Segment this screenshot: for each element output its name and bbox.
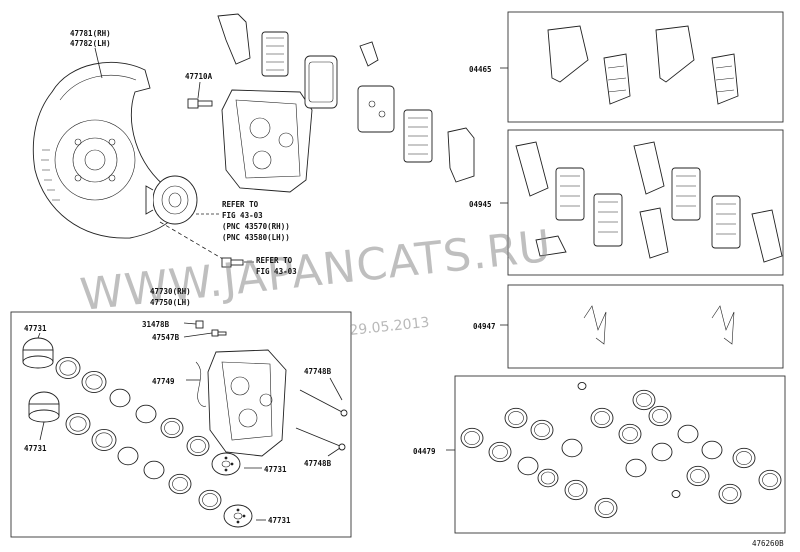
label-kit-pads: 04465 [469, 65, 492, 74]
watermark-date: 29.05.2013 [349, 315, 430, 339]
seal-ring [168, 473, 192, 495]
seal-ring [625, 458, 647, 478]
seal-ring [594, 497, 618, 519]
hub-bolt [221, 257, 244, 268]
caliper-bolt [187, 98, 213, 109]
seal-ring [564, 479, 588, 501]
seal-ring [530, 419, 554, 441]
seal-ring [677, 424, 699, 444]
seal-ring [537, 468, 559, 488]
label-bleeder-cap: 31478B [142, 320, 170, 329]
label-piston-3: 47731 [264, 465, 287, 474]
label-refer1-d: (PNC 43580(LH)) [222, 233, 290, 242]
seal-ring [504, 407, 528, 429]
seal-ring [488, 441, 512, 463]
seal-ring [186, 435, 210, 457]
seal-ring [91, 428, 117, 452]
seal-ring [160, 417, 184, 439]
label-kit-seals: 04479 [413, 447, 436, 456]
label-wire: 47749 [152, 377, 175, 386]
seal-ring [55, 356, 81, 380]
bleeder [195, 320, 227, 337]
kit-box-seals [454, 375, 786, 534]
seal-ring [135, 404, 157, 424]
kit-box-shims [507, 129, 784, 276]
piston-middle-right [211, 452, 241, 476]
seal-ring [65, 412, 91, 436]
slide-pin-1 [299, 389, 348, 417]
label-refer1-a: REFER TO [222, 200, 259, 209]
label-pin-1: 47748B [304, 367, 332, 376]
seal-ring [143, 460, 165, 480]
piston-upper-left [22, 337, 54, 369]
seal-ring [577, 382, 587, 390]
caliper-kit-box [10, 311, 352, 538]
label-refer2-a: REFER TO [256, 256, 293, 265]
label-caliper-lh: 47750(LH) [150, 298, 191, 307]
seal-ring [718, 483, 742, 505]
seal-ring [198, 489, 222, 511]
caliper-kit-rings [55, 356, 222, 511]
seal-ring [648, 405, 672, 427]
kit-box-springs [507, 284, 784, 369]
kit-springs-parts [583, 305, 735, 345]
label-caliper-rh: 47730(RH) [150, 287, 191, 296]
label-kit-shims: 04945 [469, 200, 492, 209]
piston-lower-left [28, 391, 60, 423]
seal-ring [590, 407, 614, 429]
seal-ring [701, 440, 723, 460]
piston-bottom-right [223, 504, 253, 528]
caliper-lower [207, 349, 287, 457]
label-bleeder-plug: 47547B [152, 333, 180, 342]
wire [195, 361, 207, 407]
label-shield-rh: 47781(RH) [70, 29, 111, 38]
label-kit-springs: 04947 [473, 322, 496, 331]
seal-ring [686, 465, 710, 487]
label-piston-4: 47731 [268, 516, 291, 525]
label-refer1-b: FIG 43-03 [222, 211, 263, 220]
label-bolt: 47710A [185, 72, 213, 81]
label-shield-lh: 47782(LH) [70, 39, 111, 48]
seal-ring [517, 456, 539, 476]
seal-ring [632, 389, 656, 411]
seal-ring [109, 388, 131, 408]
label-pin-2: 47748B [304, 459, 332, 468]
kit-seals-parts [460, 382, 782, 519]
seal-ring [758, 469, 782, 491]
label-refer2-b: FIG 43-03 [256, 267, 297, 276]
label-refer1-c: (PNC 43570(RH)) [222, 222, 290, 231]
seal-ring [618, 423, 642, 445]
kit-box-pads [507, 11, 784, 123]
seal-ring [81, 370, 107, 394]
seal-ring [561, 438, 583, 458]
seal-ring [117, 446, 139, 466]
kit-shims-parts [515, 141, 783, 263]
caliper-top [221, 89, 313, 193]
seal-ring [651, 442, 673, 462]
kit-pads-parts [547, 25, 739, 105]
pad-row-top [217, 13, 475, 183]
seal-ring [732, 447, 756, 469]
slide-pin-2 [295, 427, 346, 451]
label-ref-code: 476260B [752, 539, 784, 548]
seal-ring [671, 490, 681, 498]
hub-bearing [145, 175, 198, 225]
seal-ring [460, 427, 484, 449]
label-piston-1: 47731 [24, 324, 47, 333]
label-piston-2: 47731 [24, 444, 47, 453]
